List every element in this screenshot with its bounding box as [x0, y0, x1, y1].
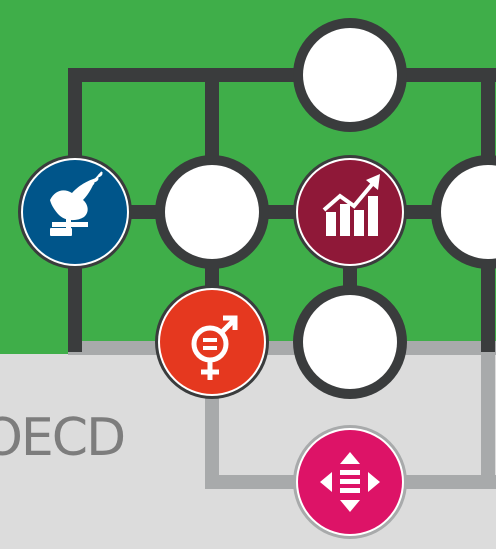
node-right-middle	[431, 155, 496, 269]
reduced-inequalities-goal-node	[293, 425, 407, 539]
oecd-logo-text: OECD	[0, 408, 126, 468]
node-top	[293, 18, 407, 132]
node-left-middle	[155, 155, 269, 269]
dove-gavel-icon	[50, 171, 103, 236]
growth-chart-icon	[322, 174, 380, 236]
peace-justice-goal-node	[18, 155, 132, 269]
economic-growth-goal-node	[293, 155, 407, 269]
grey-background	[0, 354, 496, 549]
light-connectors	[68, 341, 496, 489]
gender-equality-icon	[191, 315, 238, 380]
node-center-lower	[293, 285, 407, 399]
reduced-inequalities-icon	[320, 452, 380, 512]
gender-equality-goal-node	[155, 285, 269, 399]
